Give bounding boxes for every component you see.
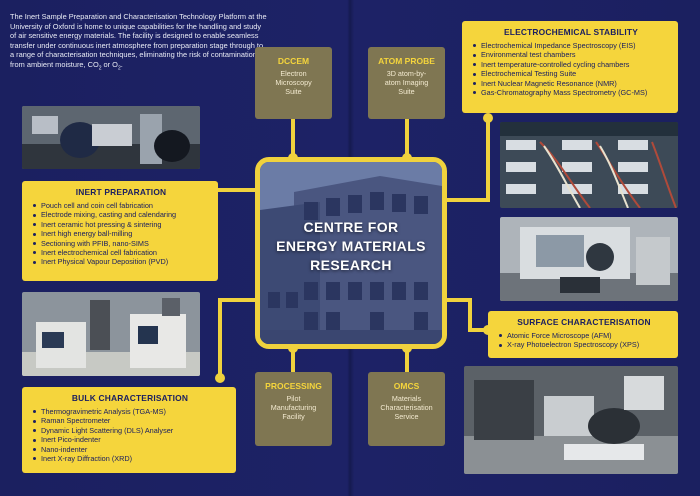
glovebox-photo — [22, 106, 200, 169]
atom-probe-title: ATOM PROBE — [378, 56, 435, 66]
inert-chamber-photo — [500, 217, 678, 301]
instruments-photo — [22, 292, 200, 376]
list-item: Electrochemical Impedance Spectroscopy (… — [472, 41, 670, 50]
list-item: Raman Spectrometer — [32, 416, 228, 425]
list-item: Inert temperature-controlled cycling cha… — [472, 60, 670, 69]
dccem-box: DCCEM Electron Microscopy Suite — [255, 47, 332, 119]
building-illustration — [260, 162, 442, 344]
processing-title: PROCESSING — [265, 381, 322, 391]
list-item: Inert Pico-indenter — [32, 435, 228, 444]
electrochemical-stability-box: ELECTROCHEMICAL STABILITY Electrochemica… — [462, 21, 678, 113]
list-item: Pouch cell and coin cell fabrication — [32, 201, 210, 210]
afm-microscope-photo — [464, 366, 678, 474]
dccem-title: DCCEM — [277, 56, 310, 66]
intro-paragraph: The Inert Sample Preparation and Charact… — [10, 12, 267, 72]
battery-cycler-photo — [500, 122, 678, 208]
list-item: Inert electrochemical cell fabrication — [32, 248, 210, 257]
processing-box: PROCESSING Pilot Manufacturing Facility — [255, 372, 332, 446]
centre-building-image: CENTRE FOR ENERGY MATERIALS RESEARCH — [255, 157, 447, 349]
bulk-characterisation-list: Thermogravimetric Analysis (TGA-MS) Rama… — [32, 407, 228, 463]
atom-probe-box: ATOM PROBE 3D atom-by- atom Imaging Suit… — [368, 47, 445, 119]
centre-title: CENTRE FOR ENERGY MATERIALS RESEARCH — [276, 219, 426, 273]
bulk-characterisation-box: BULK CHARACTERISATION Thermogravimetric … — [22, 387, 236, 473]
list-item: Nano-indenter — [32, 445, 228, 454]
inert-preparation-list: Pouch cell and coin cell fabrication Ele… — [32, 201, 210, 267]
list-item: Inert X-ray Diffraction (XRD) — [32, 454, 228, 463]
surface-characterisation-title: SURFACE CHARACTERISATION — [517, 317, 651, 327]
omcs-box: OMCS Materials Characterisation Service — [368, 372, 445, 446]
omcs-title: OMCS — [393, 381, 420, 391]
bulk-characterisation-title: BULK CHARACTERISATION — [71, 393, 189, 403]
list-item: Environmental test chambers — [472, 50, 670, 59]
list-item: X-ray Photoelectron Spectroscopy (XPS) — [498, 340, 670, 349]
list-item: Atomic Force Microscope (AFM) — [498, 331, 670, 340]
electrochemical-stability-title: ELECTROCHEMICAL STABILITY — [503, 27, 639, 37]
list-item: Dynamic Light Scattering (DLS) Analyser — [32, 426, 228, 435]
surface-characterisation-box: SURFACE CHARACTERISATION Atomic Force Mi… — [488, 311, 678, 358]
list-item: Inert high energy ball-milling — [32, 229, 210, 238]
inert-preparation-box: INERT PREPARATION Pouch cell and coin ce… — [22, 181, 218, 281]
list-item: Electrode mixing, casting and calendarin… — [32, 210, 210, 219]
surface-characterisation-list: Atomic Force Microscope (AFM) X-ray Phot… — [498, 331, 670, 350]
list-item: Inert ceramic hot pressing & sintering — [32, 220, 210, 229]
electrochemical-stability-list: Electrochemical Impedance Spectroscopy (… — [472, 41, 670, 97]
list-item: Sectioning with PFIB, nano-SIMS — [32, 239, 210, 248]
list-item: Thermogravimetric Analysis (TGA-MS) — [32, 407, 228, 416]
inert-preparation-title: INERT PREPARATION — [75, 187, 167, 197]
list-item: Inert Nuclear Magnetic Resonance (NMR) — [472, 79, 670, 88]
list-item: Gas-Chromatography Mass Spectrometry (GC… — [472, 88, 670, 97]
list-item: Inert Physical Vapour Deposition (PVD) — [32, 257, 210, 266]
list-item: Electrochemical Testing Suite — [472, 69, 670, 78]
